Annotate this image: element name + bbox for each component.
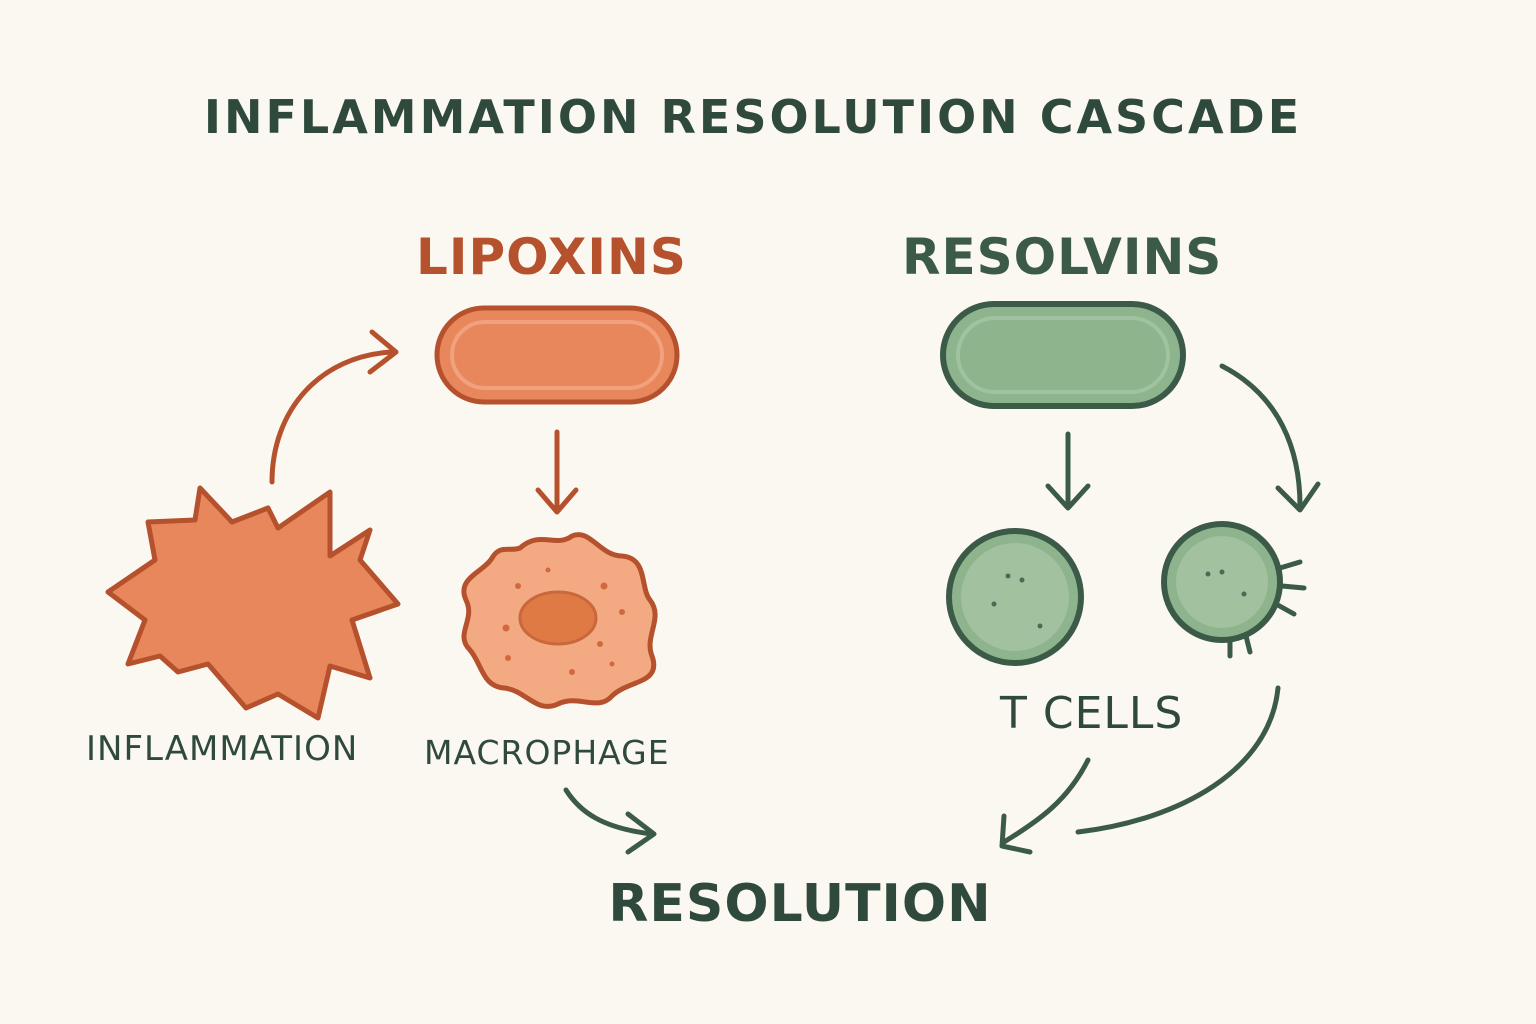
t-cell-activated-icon bbox=[1161, 521, 1307, 659]
t-cell-icon bbox=[946, 528, 1084, 666]
arrowhead-inflammation-to-lipoxins bbox=[367, 329, 399, 375]
t-cells-label: T CELLS bbox=[1000, 688, 1184, 739]
arrowhead-tcells-to-resolution bbox=[999, 813, 1033, 855]
resolvins-label: RESOLVINS bbox=[902, 228, 1223, 286]
arrow-tcell2-to-resolution bbox=[1075, 685, 1281, 835]
macrophage-cell-icon bbox=[461, 532, 658, 709]
arrow-tcells-to-resolution bbox=[1001, 757, 1091, 845]
diagram-title: INFLAMMATION RESOLUTION CASCADE bbox=[203, 90, 1303, 144]
lipoxins-label: LIPOXINS bbox=[416, 228, 687, 286]
arrowhead-macrophage-to-resolution bbox=[625, 811, 657, 855]
inflammation-starburst-icon bbox=[105, 485, 401, 721]
inflammation-label: INFLAMMATION bbox=[86, 729, 359, 769]
resolution-label: RESOLUTION bbox=[608, 874, 992, 934]
arrow-resolvins-to-tcell-2 bbox=[1219, 363, 1303, 509]
arrow-macrophage-to-resolution bbox=[563, 787, 655, 837]
arrow-inflammation-to-lipoxins bbox=[269, 349, 395, 485]
lipoxins-capsule-icon bbox=[434, 305, 680, 405]
arrowhead-resolvins-to-tcell bbox=[1045, 483, 1091, 511]
arrowhead-lipoxins-to-macrophage bbox=[535, 487, 579, 515]
resolvins-capsule-icon bbox=[940, 301, 1186, 409]
macrophage-label: MACROPHAGE bbox=[424, 733, 670, 772]
arrowhead-resolvins-to-tcell-2 bbox=[1275, 481, 1321, 513]
